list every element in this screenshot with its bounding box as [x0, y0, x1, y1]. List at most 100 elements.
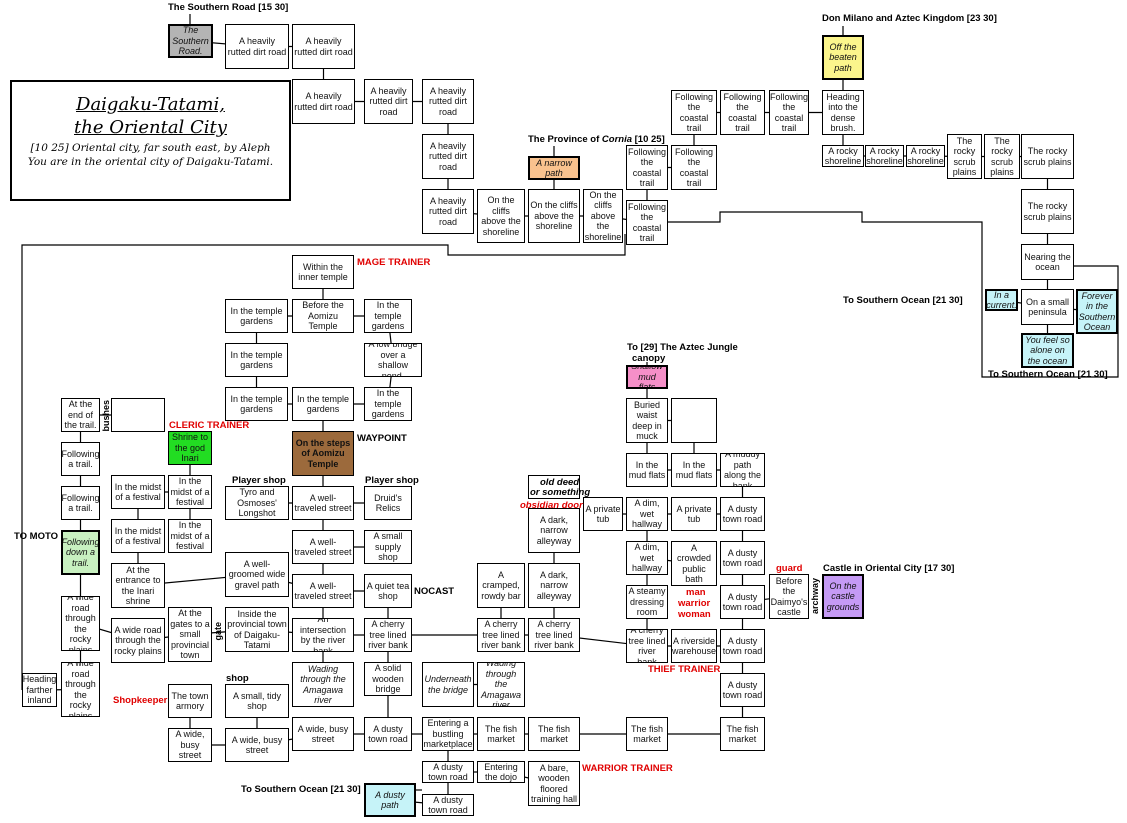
- room-hallway-2[interactable]: A dim, wet hallway: [626, 541, 668, 575]
- room-fish-4[interactable]: The fish market: [720, 717, 765, 751]
- room-farther-inland[interactable]: Heading farther inland: [22, 673, 57, 707]
- label-southern-ocean-link-2[interactable]: To Southern Ocean [21 30]: [988, 369, 1108, 380]
- room-festival-4[interactable]: In the midst of a festival: [168, 519, 212, 553]
- room-scrub-3[interactable]: The rocky scrub plains: [1021, 134, 1074, 179]
- room-dusty-road-3[interactable]: A dusty town road: [422, 794, 474, 816]
- room-tidy-shop[interactable]: A small, tidy shop: [225, 684, 289, 718]
- room-underneath[interactable]: Underneath the bridge: [422, 662, 474, 707]
- room-fish-3[interactable]: The fish market: [626, 717, 668, 751]
- room-marketplace[interactable]: Entering a bustling marketplace: [422, 717, 474, 751]
- room-scrub-2[interactable]: The rocky scrub plains: [984, 134, 1020, 179]
- room-shrine[interactable]: Shrine to the god Inari: [168, 431, 212, 465]
- room-warehouse[interactable]: A riverside warehouse: [671, 629, 717, 663]
- room-tyro-shop[interactable]: Tyro and Osmoses' Longshot: [225, 486, 289, 520]
- room-inner-temple[interactable]: Within the inner temple: [292, 255, 354, 289]
- room-garden-2[interactable]: In the temple gardens: [364, 299, 412, 333]
- room-town-gates[interactable]: At the gates to a small provincial town: [168, 607, 212, 662]
- room-coastal-4[interactable]: Following the coastal trail: [720, 90, 765, 135]
- room-dirt-road-4[interactable]: A heavily rutted dirt road: [364, 79, 413, 124]
- room-castle-exit[interactable]: On the castle grounds: [822, 574, 864, 619]
- room-bushes-room[interactable]: [111, 398, 165, 432]
- room-dusty-town-5[interactable]: A dusty town road: [720, 673, 765, 707]
- label-aztec-jungle-link[interactable]: To [29] The Aztec Jungle: [627, 342, 738, 353]
- room-scrub-1[interactable]: The rocky scrub plains: [947, 134, 982, 179]
- room-wading-1[interactable]: Wading through the Amagawa river: [292, 662, 354, 707]
- room-garden-6[interactable]: In the temple gardens: [364, 387, 412, 421]
- room-wide-road-3[interactable]: A wide road through the rocky plains: [61, 662, 100, 717]
- room-training-hall[interactable]: A bare, wooden floored training hall: [528, 761, 580, 806]
- room-in-a-current[interactable]: In a current.: [985, 289, 1018, 311]
- room-rocky-shore-2[interactable]: A rocky shoreline: [865, 145, 904, 167]
- room-festival-2[interactable]: In the midst of a festival: [168, 475, 212, 509]
- room-street-3[interactable]: A well-traveled street: [292, 574, 354, 608]
- room-cornia-exit[interactable]: A narrow path: [528, 156, 580, 180]
- room-cherry-3[interactable]: A cherry tree lined river bank: [528, 618, 580, 652]
- room-busy-3[interactable]: A wide, busy street: [292, 717, 354, 751]
- room-buried[interactable]: Buried waist deep in muck: [626, 398, 668, 443]
- room-empty-mud[interactable]: [671, 398, 717, 443]
- room-dirt-road-7[interactable]: A heavily rutted dirt road: [422, 189, 474, 234]
- room-fish-2[interactable]: The fish market: [528, 717, 580, 751]
- room-cliffs-3[interactable]: On the cliffs above the shoreline: [583, 189, 623, 243]
- room-alley-1[interactable]: A dark, narrow alleyway: [528, 508, 580, 553]
- room-dusty-town-1[interactable]: A dusty town road: [720, 497, 765, 531]
- room-southern-road-exit[interactable]: The Southern Road.: [168, 24, 213, 58]
- room-dirt-road-5[interactable]: A heavily rutted dirt road: [422, 79, 474, 124]
- room-garden-4[interactable]: In the temple gardens: [225, 387, 288, 421]
- room-busy-1[interactable]: A wide, busy street: [168, 728, 212, 762]
- room-low-bridge[interactable]: A low bridge over a shallow pond.: [364, 343, 422, 377]
- room-dusty-town-2[interactable]: A dusty town road: [720, 541, 765, 575]
- room-moto-exit[interactable]: Following down a trail.: [61, 530, 100, 575]
- room-coastal-6[interactable]: Following the coastal trail: [626, 200, 668, 245]
- room-cliffs-2[interactable]: On the cliffs above the shoreline: [528, 189, 580, 243]
- room-alley-2[interactable]: A dark, narrow alleyway: [528, 563, 580, 608]
- room-trail-2[interactable]: Following a trail.: [61, 486, 100, 520]
- room-dusty-path-exit[interactable]: A dusty path: [364, 783, 416, 817]
- room-armory[interactable]: The town armory: [168, 684, 212, 718]
- room-coastal-3[interactable]: Following the coastal trail: [671, 90, 717, 135]
- room-garden-1[interactable]: In the temple gardens: [225, 299, 288, 333]
- room-mud-2[interactable]: In the mud flats: [671, 453, 717, 487]
- room-public-bath[interactable]: A crowded public bath: [671, 541, 717, 586]
- room-alone-ocean[interactable]: You feel so alone on the ocean: [1021, 333, 1074, 368]
- room-dense-brush[interactable]: Heading into the dense brush.: [822, 90, 864, 135]
- room-supply-shop[interactable]: A small supply shop: [364, 530, 412, 564]
- room-rocky-shore-3[interactable]: A rocky shoreline: [906, 145, 945, 167]
- label-southern-ocean-link-3[interactable]: To Southern Ocean [21 30]: [241, 784, 361, 795]
- room-street-2[interactable]: A well-traveled street: [292, 530, 354, 564]
- room-before-temple[interactable]: Before the Aomizu Temple: [292, 299, 354, 333]
- room-wide-road-1[interactable]: A wide road through the rocky plains: [61, 596, 100, 651]
- room-dusty-town-4[interactable]: A dusty town road: [720, 629, 765, 663]
- room-wading-2[interactable]: Wading through the Amagawa river: [477, 662, 525, 707]
- room-dusty-town-3[interactable]: A dusty town road: [720, 585, 765, 619]
- room-dressing-room[interactable]: A steamy dressing room: [626, 585, 668, 619]
- room-scrub-4[interactable]: The rocky scrub plains: [1021, 189, 1074, 234]
- room-festival-3[interactable]: In the midst of a festival: [111, 519, 165, 553]
- room-inside-town[interactable]: Inside the provincial town of Daigaku-Ta…: [225, 607, 289, 652]
- room-dusty-road-1[interactable]: A dusty town road: [364, 717, 412, 751]
- room-fish-1[interactable]: The fish market: [477, 717, 525, 751]
- room-nearing-ocean[interactable]: Nearing the ocean: [1021, 244, 1074, 280]
- label-castle-link[interactable]: Castle in Oriental City [17 30]: [823, 563, 955, 574]
- room-old-deed-room[interactable]: [528, 475, 580, 499]
- room-dirt-road-1[interactable]: A heavily rutted dirt road: [225, 24, 289, 69]
- room-waypoint-room[interactable]: On the steps of Aomizu Temple: [292, 431, 354, 476]
- room-intersection[interactable]: An intersection by the river bank: [292, 618, 354, 652]
- room-street-1[interactable]: A well-traveled street: [292, 486, 354, 520]
- room-mud-1[interactable]: In the mud flats: [626, 453, 668, 487]
- label-southern-road-link[interactable]: The Southern Road [15 30]: [168, 2, 289, 13]
- room-daimyo-castle[interactable]: Before the Daimyo's castle: [769, 574, 809, 619]
- room-druid-relics[interactable]: Druid's Relics: [364, 486, 412, 520]
- room-wide-road-2[interactable]: A wide road through the rocky plains: [111, 618, 165, 663]
- room-coastal-5[interactable]: Following the coastal trail: [769, 90, 809, 135]
- room-garden-5[interactable]: In the temple gardens: [292, 387, 354, 421]
- room-private-tub-1[interactable]: A private tub: [583, 497, 623, 531]
- room-tea-shop[interactable]: A quiet tea shop: [364, 574, 412, 608]
- room-end-of-trail[interactable]: At the end of the trail.: [61, 398, 100, 432]
- room-mud-exit[interactable]: Shallow mud flats: [626, 365, 668, 389]
- label-southern-ocean-link-1[interactable]: To Southern Ocean [21 30]: [843, 295, 963, 306]
- room-dojo[interactable]: Entering the dojo: [477, 761, 525, 783]
- room-forever-ocean[interactable]: Forever in the Southern Ocean: [1076, 289, 1118, 334]
- room-muddy-path[interactable]: A muddy path along the bank: [720, 453, 765, 487]
- room-garden-3[interactable]: In the temple gardens: [225, 343, 288, 377]
